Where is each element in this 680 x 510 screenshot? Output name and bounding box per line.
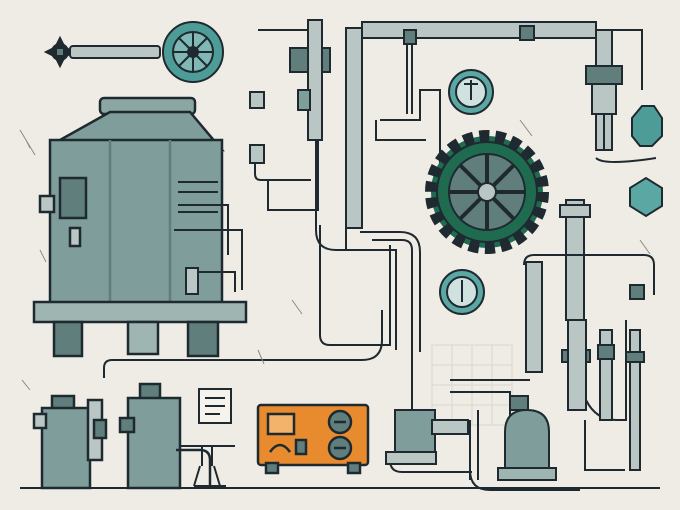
stand [180, 445, 235, 487]
background-grid [431, 344, 513, 426]
water-filter-icon [385, 409, 580, 491]
storage-tank-icon [32, 96, 248, 358]
pump-cylinder-icon [118, 382, 212, 490]
right-valves [585, 29, 663, 218]
pressure-gauge-icon [439, 269, 485, 315]
pump-cylinder-icon [469, 395, 625, 481]
arm-pipe [69, 45, 161, 59]
turbine-fan-icon [43, 35, 77, 69]
pump-cylinder-icon [32, 394, 108, 490]
valve-wheel-icon [162, 21, 224, 83]
sketch-marks [19, 119, 651, 391]
right-piping [450, 199, 655, 471]
cog-gear-icon [425, 130, 549, 254]
pressure-gauge-icon [448, 69, 494, 115]
tank-pipes [174, 181, 243, 295]
clipboard-icon [198, 388, 232, 424]
control-panel-icon [256, 403, 370, 475]
